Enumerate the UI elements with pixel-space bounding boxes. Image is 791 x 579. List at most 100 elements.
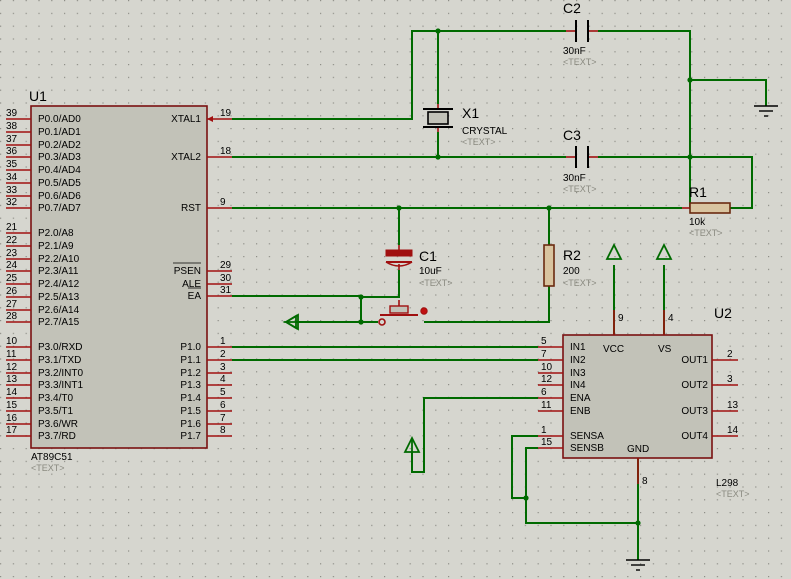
capacitor-c2[interactable]: C2 30nF <TEXT> (563, 0, 598, 67)
u1-pin-name: P1.1 (180, 355, 201, 366)
u1-pin-number: 22 (6, 235, 18, 246)
u1-pin-number: 12 (6, 362, 18, 373)
u1-pin-number: 15 (6, 400, 18, 411)
u2-pin-number: 11 (541, 400, 552, 411)
u1-microcontroller[interactable]: U1 AT89C51 <TEXT> 39P0.0/AD038P0.1/AD137… (6, 88, 232, 473)
u1-pin-name: P0.5/AD5 (38, 178, 81, 189)
u1-pin-number: 3 (220, 362, 226, 373)
x1-value-label: CRYSTAL (462, 126, 508, 137)
u1-pin-number: 16 (6, 413, 18, 424)
u1-pin-name: RST (181, 203, 201, 214)
u1-pin-number: 5 (220, 387, 226, 398)
crystal-x1[interactable]: X1 CRYSTAL <TEXT> (423, 104, 508, 147)
u2-pin-number: 6 (541, 387, 547, 398)
c2-ref-label: C2 (563, 0, 581, 16)
u1-pin-name: P0.4/AD4 (38, 165, 81, 176)
resistor-r2[interactable]: R2 200 <TEXT> (543, 244, 597, 288)
u1-pin-number: 33 (6, 185, 18, 196)
junctions (358, 28, 693, 526)
u1-pin-name: XTAL2 (171, 152, 201, 163)
u1-pin-number: 24 (6, 260, 18, 271)
u2-pin-number: 8 (642, 476, 648, 487)
u1-pin-name: P2.4/A12 (38, 279, 80, 290)
u1-pin-number: 26 (6, 286, 18, 297)
u2-pin-name: OUT3 (681, 406, 708, 417)
u1-pin-name: P0.3/AD3 (38, 152, 81, 163)
u1-pin-number: 2 (220, 349, 226, 360)
u1-pin-number: 17 (6, 425, 18, 436)
u1-pin-name: P0.7/AD7 (38, 203, 81, 214)
capacitor-c3[interactable]: C3 30nF <TEXT> (563, 127, 598, 194)
c1-ref-label: C1 (419, 248, 437, 264)
u1-pin-number: 11 (6, 349, 17, 360)
u2-ref-label: U2 (714, 305, 732, 321)
u1-pin-number: 10 (6, 336, 18, 347)
u1-pin-name: P1.7 (180, 431, 201, 442)
u1-pin-number: 37 (6, 134, 18, 145)
u1-pin-number: 32 (6, 197, 18, 208)
u2-pin-number: 3 (727, 374, 733, 385)
u2-pin-number: 15 (541, 437, 553, 448)
ground-symbol-top (754, 105, 778, 117)
u1-pin-number: 27 (6, 299, 18, 310)
u1-pin-number: 13 (6, 374, 18, 385)
u2-pin-number: 4 (668, 313, 674, 324)
u1-pin-name: P3.6/WR (38, 419, 78, 430)
u1-pin-name: P3.0/RXD (38, 342, 82, 353)
u2-pin-name: OUT4 (681, 431, 708, 442)
reset-pushbutton[interactable] (378, 300, 428, 326)
u1-pin-name: P3.2/INT0 (38, 368, 83, 379)
u2-pins: 5IN17IN210IN312IN46ENA11ENB1SENSA15SENSB… (538, 310, 739, 487)
u1-pin-name: ALE (182, 279, 201, 290)
u1-pin-number: 39 (6, 108, 18, 119)
u1-pin-number: 1 (220, 336, 226, 347)
u1-pin-number: 36 (6, 146, 18, 157)
u1-pin-name: P2.6/A14 (38, 305, 80, 316)
r2-text-placeholder: <TEXT> (563, 278, 597, 288)
u1-pin-number: 21 (6, 222, 18, 233)
u2-pin-name: VCC (603, 344, 624, 355)
x1-ref-label: X1 (462, 105, 479, 121)
resistor-r1[interactable]: R1 10k <TEXT> (682, 184, 731, 238)
power-arrow-vcc (605, 242, 623, 260)
u2-pin-number: 12 (541, 374, 553, 385)
u2-pin-number: 10 (541, 362, 553, 373)
wires (232, 30, 767, 560)
c1-value-label: 10uF (419, 266, 442, 277)
u2-part-label: L298 (716, 478, 739, 489)
c2-text-placeholder: <TEXT> (563, 57, 597, 67)
u2-pin-name: IN2 (570, 355, 586, 366)
r1-value-label: 10k (689, 217, 706, 228)
u1-pin-number: 34 (6, 172, 18, 183)
u2-text-placeholder: <TEXT> (716, 489, 750, 499)
u1-pin-number: 9 (220, 197, 226, 208)
c1-text-placeholder: <TEXT> (419, 278, 453, 288)
u1-pin-name: P0.1/AD1 (38, 127, 81, 138)
u1-pin-name: EA (188, 291, 202, 302)
u1-pin-name: P3.4/T0 (38, 393, 73, 404)
capacitor-c1[interactable]: C1 10uF <TEXT> (385, 245, 453, 288)
u1-pin-name: P3.7/RD (38, 431, 76, 442)
u1-pin-number: 25 (6, 273, 18, 284)
u2-motor-driver[interactable]: U2 L298 <TEXT> 5IN17IN210IN312IN46ENA11E… (538, 305, 750, 499)
u2-pin-number: 2 (727, 349, 733, 360)
u1-pin-number: 4 (220, 374, 226, 385)
u2-pin-name: OUT1 (681, 355, 708, 366)
u1-text-placeholder: <TEXT> (31, 463, 65, 473)
c2-value-label: 30nF (563, 46, 586, 57)
u1-pin-name: P2.2/A10 (38, 254, 80, 265)
u1-pin-number: 8 (220, 425, 226, 436)
c3-text-placeholder: <TEXT> (563, 184, 597, 194)
u1-pin-number: 31 (220, 285, 232, 296)
r1-text-placeholder: <TEXT> (689, 228, 723, 238)
u1-pin-name: XTAL1 (171, 114, 201, 125)
u1-pin-number: 38 (6, 121, 18, 132)
u1-pin-number: 30 (220, 273, 232, 284)
u1-pin-number: 14 (6, 387, 18, 398)
u2-pin-number: 14 (727, 425, 739, 436)
power-arrow-vs (655, 242, 673, 260)
r2-value-label: 200 (563, 266, 580, 277)
u1-pin-name: P3.3/INT1 (38, 380, 83, 391)
u1-pin-name: P0.2/AD2 (38, 140, 81, 151)
